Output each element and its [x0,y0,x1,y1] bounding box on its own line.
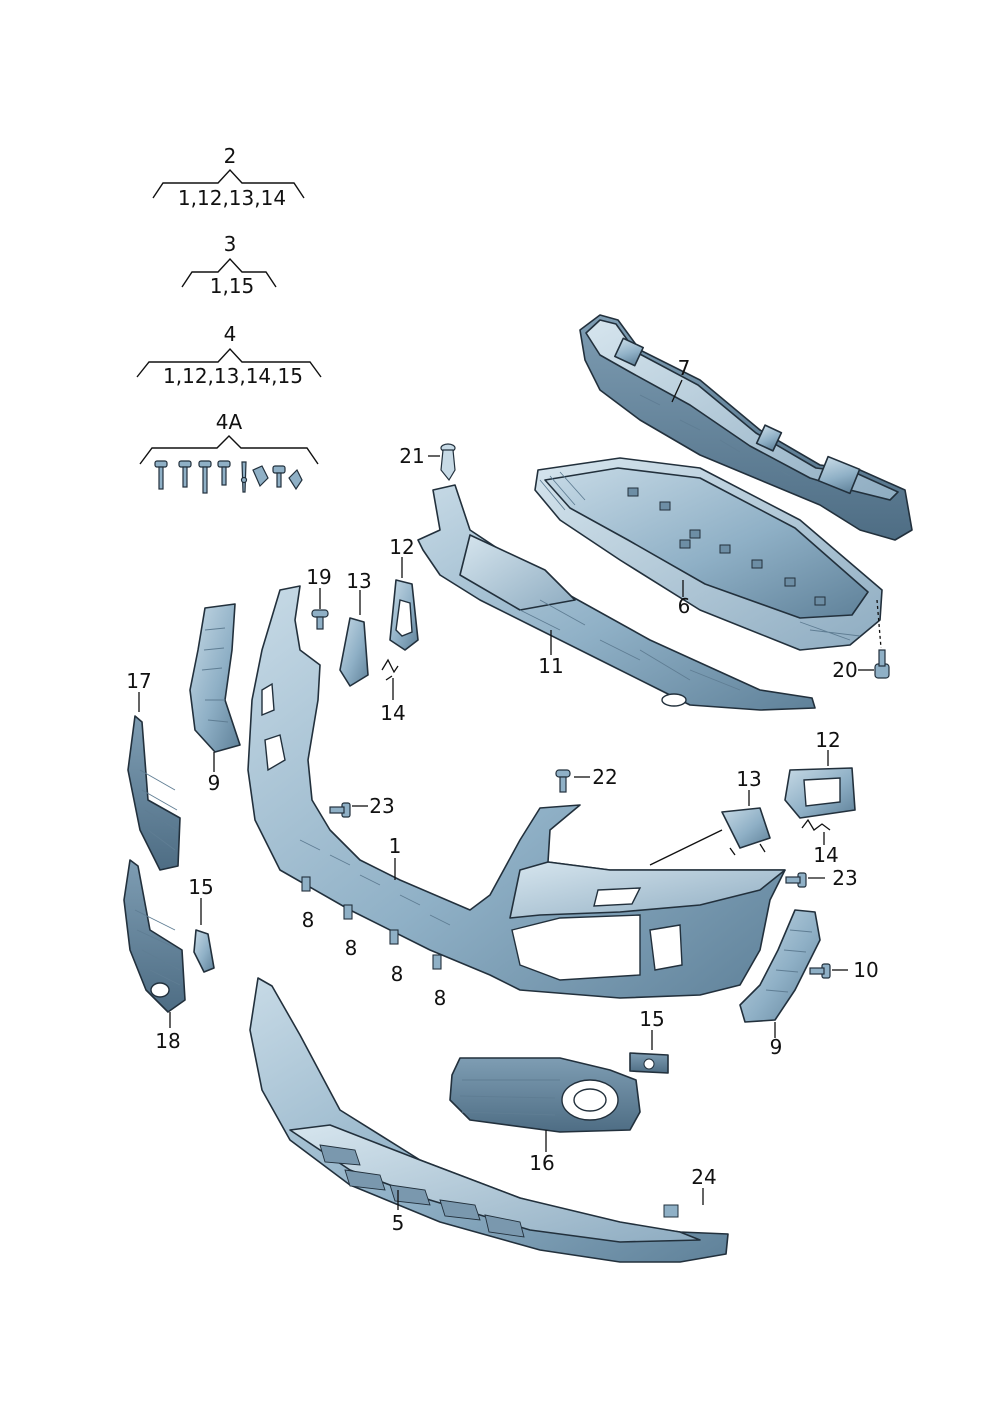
callout-8-c: 8 [391,962,404,986]
part-18-left-grille [123,859,186,1013]
part-22-screw [555,769,571,793]
part-7-reinforcement [579,314,913,541]
callout-13-left: 13 [346,569,371,593]
group-legend-3: 3 1,15 [181,232,277,298]
group-label: 3 [224,232,237,256]
part-15-left-clip [193,929,215,973]
part-13-right-holder [721,807,771,856]
callout-9-right: 9 [770,1035,783,1059]
part-6-air-deflector [534,457,883,651]
callout-23-right: 23 [832,866,857,890]
part-9-right-guide [739,909,821,1023]
group-label: 4A [216,410,243,434]
callout-19: 19 [306,565,331,589]
part-21-clip [440,443,456,482]
callout-8-a: 8 [302,908,315,932]
callout-20: 20 [832,658,857,682]
callout-12-right: 12 [815,728,840,752]
part-14-right-spring [801,818,831,831]
callout-6: 6 [678,594,691,618]
callout-8-b: 8 [345,936,358,960]
group-legend-4a: 4A [139,410,319,494]
part-12-left-bracket [389,579,419,651]
group-parts: 1,12,13,14,15 [163,364,303,388]
group-legend-4: 4 1,12,13,14,15 [136,322,322,388]
callout-14-right: 14 [813,843,838,867]
callout-9-left: 9 [208,771,221,795]
group-parts: 1,12,13,14 [178,186,286,210]
callout-5: 5 [392,1211,405,1235]
part-14-left-spring [381,658,399,681]
part-23-left-screw [329,802,351,818]
part-17-grille-strip [127,715,181,871]
group-label: 2 [224,144,237,168]
part-16-right-grille [449,1057,641,1133]
callout-23-left: 23 [369,794,394,818]
fastener-set-icon [154,460,303,494]
part-23-right-screw [785,872,807,888]
callout-21: 21 [399,444,424,468]
callout-1: 1 [389,834,402,858]
part-1-bumper-cover [247,585,786,999]
callout-17: 17 [126,669,151,693]
callout-22: 22 [592,765,617,789]
part-12-right-bracket [784,767,856,819]
part-19-screw [311,609,329,630]
callout-7: 7 [678,356,691,380]
callout-15-left: 15 [188,875,213,899]
callout-15-right: 15 [639,1007,664,1031]
callout-24: 24 [691,1165,716,1189]
part-8-clips [301,876,442,970]
callout-14-left: 14 [380,701,405,725]
part-13-left-holder [339,617,369,687]
callout-10: 10 [853,958,878,982]
part-9-left-guide [189,603,241,753]
part-20-bolt [874,649,890,679]
callout-13-right: 13 [736,767,761,791]
group-parts: 1,15 [210,274,255,298]
callout-18: 18 [155,1029,180,1053]
part-5-spoiler [249,977,729,1263]
part-10-screw [809,963,831,979]
group-legend-2: 2 1,12,13,14 [152,144,305,210]
callout-8-d: 8 [434,986,447,1010]
part-11-air-duct [417,484,816,711]
group-label: 4 [224,322,237,346]
callout-12-left: 12 [389,535,414,559]
callout-11: 11 [538,654,563,678]
part-15-right-clip [629,1052,669,1074]
callout-16: 16 [529,1151,554,1175]
